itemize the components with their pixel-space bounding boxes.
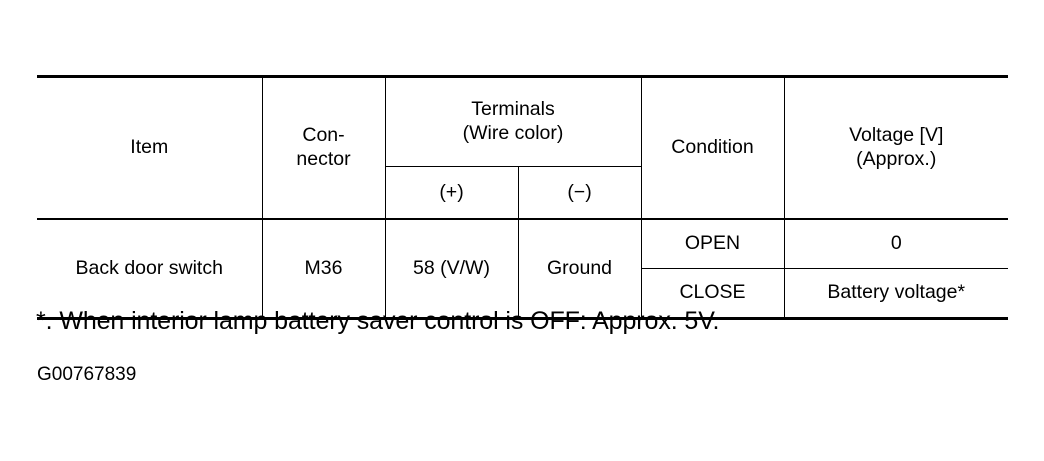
header-connector-line1: Con- xyxy=(302,124,345,147)
table-header-row-1: Item Con- nector Terminals (Wire color) … xyxy=(37,76,1008,220)
cell-terminal-positive: 58 (V/W) xyxy=(384,218,519,319)
header-connector-line2: nector xyxy=(296,148,351,170)
cell-condition-open: OPEN xyxy=(640,218,785,269)
header-connector: Con- nector xyxy=(261,76,386,220)
header-voltage: Voltage [V] (Approx.) xyxy=(783,76,1008,220)
cell-connector: M36 xyxy=(261,218,386,319)
table-row-sub: CLOSE Battery voltage* xyxy=(37,268,1008,319)
cell-voltage-close: Battery voltage* xyxy=(783,268,1008,319)
figure-id-label: G00767839 xyxy=(37,364,137,385)
table-row: Back door switch M36 58 (V/W) Ground OPE… xyxy=(37,218,1008,319)
header-terminal-positive: (+) xyxy=(384,166,519,220)
header-item: Item xyxy=(37,76,263,220)
cell-voltage-open: 0 xyxy=(783,218,1008,269)
header-voltage-line1: Voltage [V] xyxy=(849,124,944,147)
footnote-text: *. When interior lamp battery saver cont… xyxy=(36,307,720,335)
header-terminals-line1: Terminals xyxy=(471,98,555,121)
table-header-row-2: (+) (−) xyxy=(37,166,1008,220)
voltage-spec-table: Item Con- nector Terminals (Wire color) … xyxy=(37,75,1008,320)
header-terminals-line2: (Wire color) xyxy=(462,122,564,144)
cell-item: Back door switch xyxy=(37,218,263,319)
header-condition: Condition xyxy=(640,76,785,220)
cell-terminal-negative: Ground xyxy=(517,218,642,319)
header-terminal-negative: (−) xyxy=(517,166,642,220)
header-terminals: Terminals (Wire color) xyxy=(384,76,642,167)
header-voltage-line2: (Approx.) xyxy=(856,148,937,170)
